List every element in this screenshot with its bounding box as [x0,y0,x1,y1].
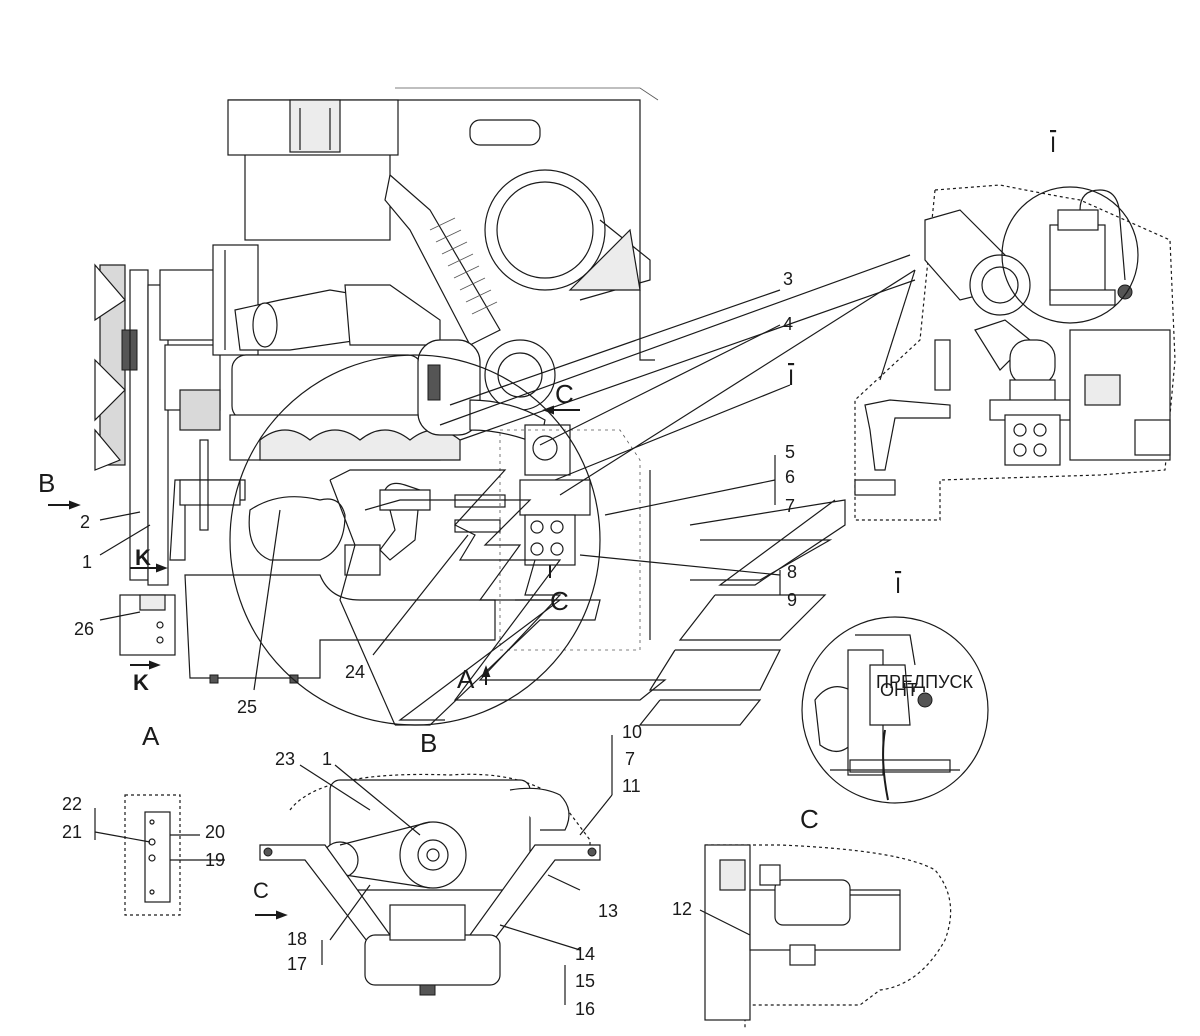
callout-3: 3 [783,269,793,289]
callout-20: 20 [205,822,225,842]
view-a-marker: A [457,664,475,694]
callout-10: 10 [622,722,642,742]
view-c-marker-top: C [555,379,574,409]
callout-11: 11 [622,776,641,796]
view-k-bottom: K [133,670,149,695]
callout-4: 4 [783,314,793,334]
view-c-marker-left: C [253,878,269,903]
callout-26: 26 [74,619,94,639]
view-a-title: A [142,721,160,751]
engine-main-view [94,87,659,684]
callout-14: 14 [575,944,595,964]
detail-i-title-top: I [1050,132,1056,157]
callout-5: 5 [785,442,795,462]
detail-i-callout: I [788,365,794,390]
callout-25: 25 [237,697,257,717]
detail-i-title-right: I [895,573,901,598]
view-b-marker: B [38,468,55,498]
callout-2: 2 [80,512,90,532]
view-b [259,773,601,996]
detail-i-lower: ПРЕДПУСК ОНТ [801,616,989,804]
view-c [704,844,952,1030]
callout-22: 22 [62,794,82,814]
callout-1b: 1 [322,749,332,769]
leader-lines [94,289,791,1005]
view-b-title: B [420,728,437,758]
callout-6: 6 [785,467,795,487]
callout-23: 23 [275,749,295,769]
callout-15: 15 [575,971,595,991]
heater-label-line2: ОНТ [880,680,918,700]
callout-labels: 3 4 5 6 7 8 9 2 1 26 24 25 10 7 11 13 14… [62,269,797,1019]
view-k-top: K [135,545,151,570]
callout-17: 17 [287,954,307,974]
callout-16: 16 [575,999,595,1019]
view-titles: B A B A C C C C K K I I I [38,132,1056,903]
callout-8: 8 [787,562,797,582]
projection-guides [329,254,916,726]
callout-7b: 7 [625,749,635,769]
callout-13: 13 [598,901,618,921]
callout-1: 1 [82,552,92,572]
heater-label-line1: ПРЕДПУСК [876,672,974,692]
callout-9: 9 [787,590,797,610]
view-c-marker-bottom: C [550,586,569,616]
callout-21: 21 [62,822,82,842]
view-a [124,794,181,916]
callout-19: 19 [205,850,225,870]
callout-12: 12 [672,899,692,919]
callout-7: 7 [785,496,795,516]
detail-i-upper [854,184,1176,521]
view-arrows [48,405,580,920]
fan [94,263,138,471]
callout-24: 24 [345,662,365,682]
callout-18: 18 [287,929,307,949]
view-c-title: C [800,804,819,834]
